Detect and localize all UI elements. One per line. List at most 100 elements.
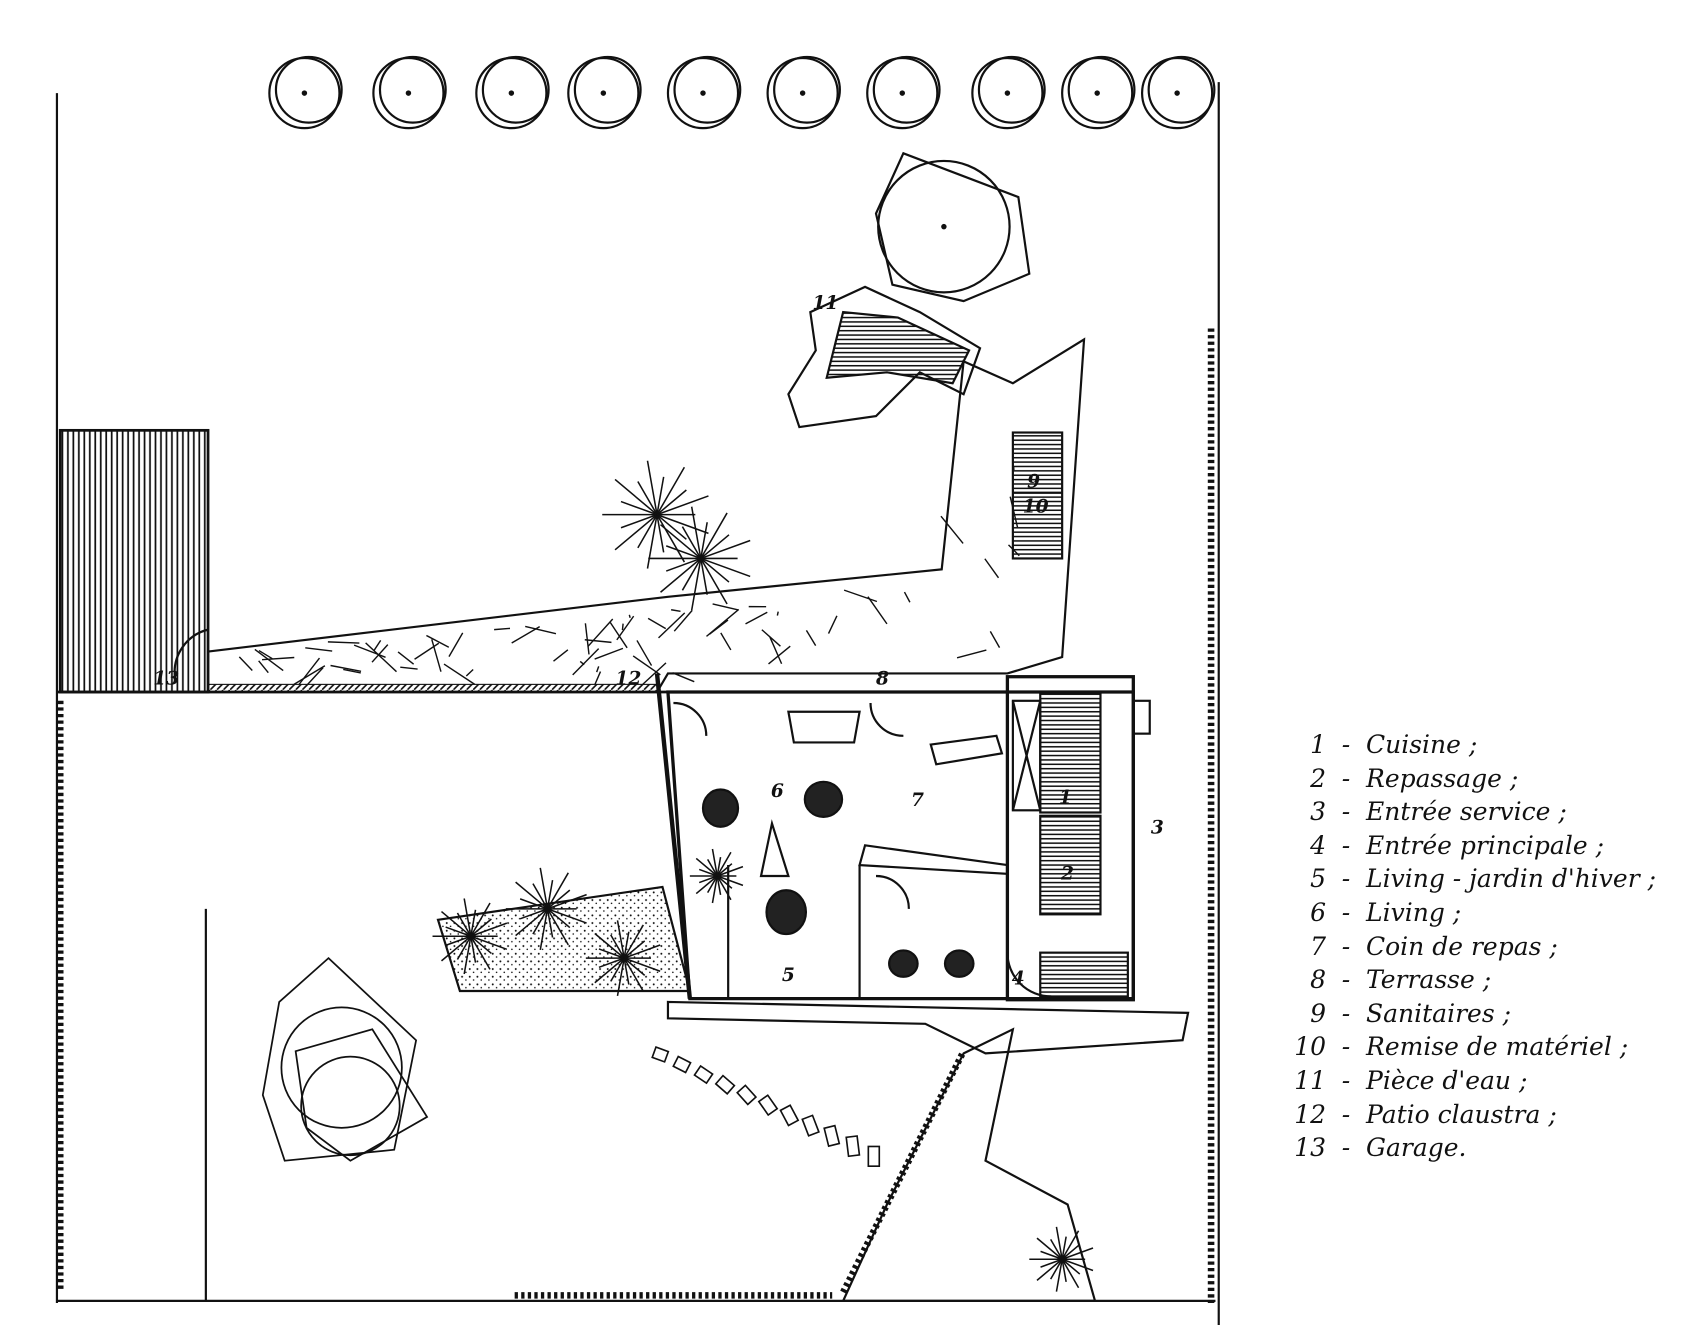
plant-leaf [470, 922, 508, 937]
plant-leaf [656, 495, 709, 516]
paving-joint [769, 636, 783, 665]
paving-joint [658, 612, 686, 639]
tree-trunk [301, 90, 308, 96]
plant-leaf [623, 944, 661, 959]
legend-item: 8-Terrasse ; [1282, 963, 1656, 997]
paving-joint [609, 622, 628, 649]
legend-number: 4 [1310, 830, 1326, 860]
stepping-stone [801, 1114, 820, 1137]
plant-leaf [532, 883, 549, 910]
legend-item: 9-Sanitaires ; [1282, 997, 1656, 1031]
plan-label-3: 3 [1151, 817, 1164, 838]
plan-label-4: 4 [1012, 968, 1025, 989]
plant-leaf [700, 557, 751, 578]
plant-leaf [456, 935, 472, 960]
plant-leaf [700, 522, 708, 559]
paving-joint [305, 647, 333, 652]
paving-joint [262, 656, 295, 661]
tree-canopy [872, 55, 941, 124]
plant-leaf [1049, 1258, 1063, 1280]
plant-leaf [660, 557, 702, 593]
paving-joint [720, 632, 732, 651]
legend-separator: - [1341, 730, 1351, 759]
legend-number: 11 [1294, 1065, 1326, 1095]
paving-joint [525, 625, 557, 635]
plant-leaf [445, 926, 472, 937]
legend-label: Terrasse ; [1366, 965, 1492, 995]
legend-label: Living - jardin d'hiver ; [1366, 864, 1657, 894]
plant-leaf [620, 513, 658, 529]
legend-label: Sanitaires ; [1366, 998, 1512, 1028]
paving-joint [426, 634, 450, 648]
plant [689, 848, 744, 904]
paving-joint [353, 644, 386, 658]
plant-leaf [623, 957, 661, 972]
paving-joint [761, 629, 781, 647]
plant-leaf [660, 524, 702, 560]
legend-label: Entrée service ; [1366, 797, 1567, 827]
tree-canopy [481, 55, 550, 124]
plant-leaf [656, 466, 686, 516]
house [654, 673, 1190, 1055]
plant-leaf [1061, 1236, 1067, 1260]
plant-leaf [594, 932, 625, 959]
legend-label: Patio claustra ; [1366, 1099, 1557, 1129]
legend-label: Coin de repas ; [1366, 931, 1558, 961]
plant-leaf [1036, 1258, 1063, 1281]
legend-number: 8 [1310, 965, 1326, 995]
plant-leaf [614, 478, 658, 516]
plant-leaf [690, 558, 702, 611]
plant-leaf [681, 558, 702, 591]
plant-leaf [539, 908, 549, 950]
legend-item: 6-Living ; [1282, 896, 1656, 930]
plant-leaf [547, 908, 571, 929]
stepping-stone [672, 1055, 692, 1074]
stepping-stone [736, 1084, 758, 1106]
tree-trunk [1094, 90, 1100, 96]
paving-joint [632, 655, 661, 676]
paving-joint [642, 662, 667, 685]
legend-item: 7-Coin de repas ; [1282, 930, 1656, 964]
plant-leaf [470, 902, 491, 937]
plant-leaf [470, 936, 477, 963]
paving-joint [343, 668, 361, 674]
paving-joint [258, 649, 273, 660]
plant-leaf [598, 948, 625, 959]
stepping-stones [651, 1046, 881, 1167]
plant-leaf [623, 931, 630, 959]
paving-joint [636, 640, 653, 666]
plant-leaf [1061, 1258, 1080, 1289]
legend-item: 4-Entrée principale ; [1282, 829, 1656, 863]
legend-item: 5-Living - jardin d'hiver ; [1282, 862, 1656, 896]
paving-joint [431, 639, 442, 672]
legend-label: Remise de matériel ; [1366, 1032, 1629, 1062]
plant-leaf [616, 920, 625, 959]
tree-canopy [378, 55, 447, 124]
plant-leaf [470, 935, 492, 955]
legend-separator: - [1341, 931, 1351, 961]
paving-joint [671, 609, 681, 612]
plant [432, 898, 508, 975]
paving-joint [745, 611, 768, 625]
plant-leaf [637, 514, 658, 549]
plant-leaf [463, 898, 472, 937]
plant-leaf [519, 908, 548, 920]
legend-separator: - [1341, 1099, 1351, 1129]
plant-leaf [695, 857, 718, 877]
legend-separator: - [1341, 763, 1351, 793]
paving-joint [621, 623, 624, 631]
plant-leaf [1061, 1259, 1067, 1283]
plant-leaf [716, 875, 732, 901]
paved-terrace [206, 337, 1086, 694]
legend-number: 3 [1310, 797, 1326, 827]
paving-joint [984, 558, 1000, 579]
stepping-stone [845, 1135, 861, 1158]
legend-item: 3-Entrée service ; [1282, 795, 1656, 829]
legend-separator: - [1341, 897, 1351, 927]
plan-label-5: 5 [782, 965, 795, 986]
legend-label: Garage. [1366, 1133, 1467, 1163]
plan-label-1: 1 [1059, 788, 1072, 809]
legend-item: 11-Pièce d'eau ; [1282, 1064, 1656, 1098]
plan-label-2: 2 [1060, 863, 1074, 884]
legend-number: 5 [1310, 864, 1326, 894]
